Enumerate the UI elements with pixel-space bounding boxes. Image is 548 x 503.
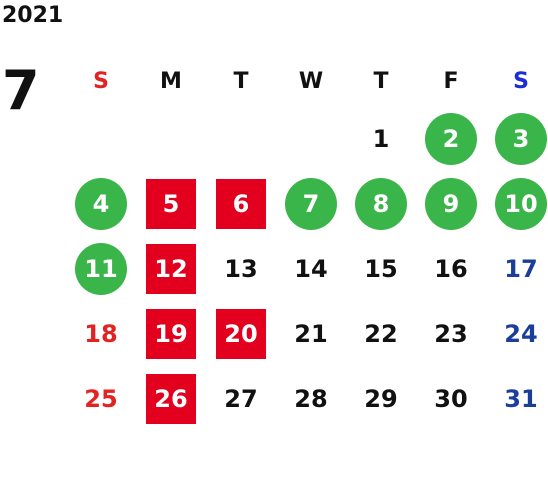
day-number: 8	[355, 177, 407, 230]
day-cell-15[interactable]: 15	[346, 236, 416, 301]
day-number: 11	[75, 242, 127, 295]
day-cell-21[interactable]: 21	[276, 301, 346, 366]
day-number: 29	[364, 384, 398, 413]
day-number: 12	[146, 243, 196, 294]
day-cell-12[interactable]: 12	[136, 236, 206, 301]
calendar-month: 7	[2, 59, 40, 122]
day-number: 15	[364, 254, 398, 283]
day-cell-13[interactable]: 13	[206, 236, 276, 301]
day-number: 30	[434, 384, 468, 413]
day-cell-23[interactable]: 23	[416, 301, 486, 366]
day-cell-16[interactable]: 16	[416, 236, 486, 301]
day-cell-11[interactable]: 11	[66, 236, 136, 301]
empty-day-cell	[276, 106, 346, 171]
day-cell-9[interactable]: 9	[416, 171, 486, 236]
day-cell-27[interactable]: 27	[206, 366, 276, 431]
day-number: 6	[216, 178, 266, 229]
day-cell-24[interactable]: 24	[486, 301, 548, 366]
day-number: 4	[75, 177, 127, 230]
day-number: 18	[84, 319, 118, 348]
day-number: 3	[495, 112, 547, 165]
day-cell-5[interactable]: 5	[136, 171, 206, 236]
day-cell-4[interactable]: 4	[66, 171, 136, 236]
day-number: 23	[434, 319, 468, 348]
day-number: 7	[285, 177, 337, 230]
day-number: 27	[224, 384, 258, 413]
day-cell-28[interactable]: 28	[276, 366, 346, 431]
day-number: 26	[146, 373, 196, 424]
day-number: 28	[294, 384, 328, 413]
day-number: 1	[372, 124, 390, 153]
weekday-header-thursday: T	[373, 68, 389, 94]
day-number: 17	[504, 254, 538, 283]
day-number: 14	[294, 254, 328, 283]
empty-day-cell	[136, 106, 206, 171]
day-cell-3[interactable]: 3	[486, 106, 548, 171]
day-cell-19[interactable]: 19	[136, 301, 206, 366]
day-cell-14[interactable]: 14	[276, 236, 346, 301]
day-cell-6[interactable]: 6	[206, 171, 276, 236]
day-cell-7[interactable]: 7	[276, 171, 346, 236]
day-cell-1[interactable]: 1	[346, 106, 416, 171]
day-number: 13	[224, 254, 258, 283]
weekday-header-sunday: S	[93, 68, 109, 94]
weekday-header-tuesday: T	[233, 68, 249, 94]
day-cell-25[interactable]: 25	[66, 366, 136, 431]
day-number: 31	[504, 384, 538, 413]
day-cell-22[interactable]: 22	[346, 301, 416, 366]
day-cell-17[interactable]: 17	[486, 236, 548, 301]
day-cell-8[interactable]: 8	[346, 171, 416, 236]
day-cell-30[interactable]: 30	[416, 366, 486, 431]
day-number: 19	[146, 308, 196, 359]
day-cell-20[interactable]: 20	[206, 301, 276, 366]
day-cell-2[interactable]: 2	[416, 106, 486, 171]
day-cell-10[interactable]: 10	[486, 171, 548, 236]
weekday-header-wednesday: W	[298, 68, 324, 94]
empty-day-cell	[206, 106, 276, 171]
weekday-header-monday: M	[160, 68, 182, 94]
day-cell-26[interactable]: 26	[136, 366, 206, 431]
day-number: 10	[495, 177, 547, 230]
day-number: 22	[364, 319, 398, 348]
day-number: 25	[84, 384, 118, 413]
day-cell-18[interactable]: 18	[66, 301, 136, 366]
weekday-header-friday: F	[443, 68, 459, 94]
day-number: 2	[425, 112, 477, 165]
day-cell-31[interactable]: 31	[486, 366, 548, 431]
empty-day-cell	[66, 106, 136, 171]
day-number: 24	[504, 319, 538, 348]
day-number: 21	[294, 319, 328, 348]
day-number: 9	[425, 177, 477, 230]
day-number: 16	[434, 254, 468, 283]
day-number: 5	[146, 178, 196, 229]
weekday-header-saturday: S	[513, 68, 529, 94]
day-cell-29[interactable]: 29	[346, 366, 416, 431]
calendar-year: 2021	[2, 3, 64, 28]
day-number: 20	[216, 308, 266, 359]
